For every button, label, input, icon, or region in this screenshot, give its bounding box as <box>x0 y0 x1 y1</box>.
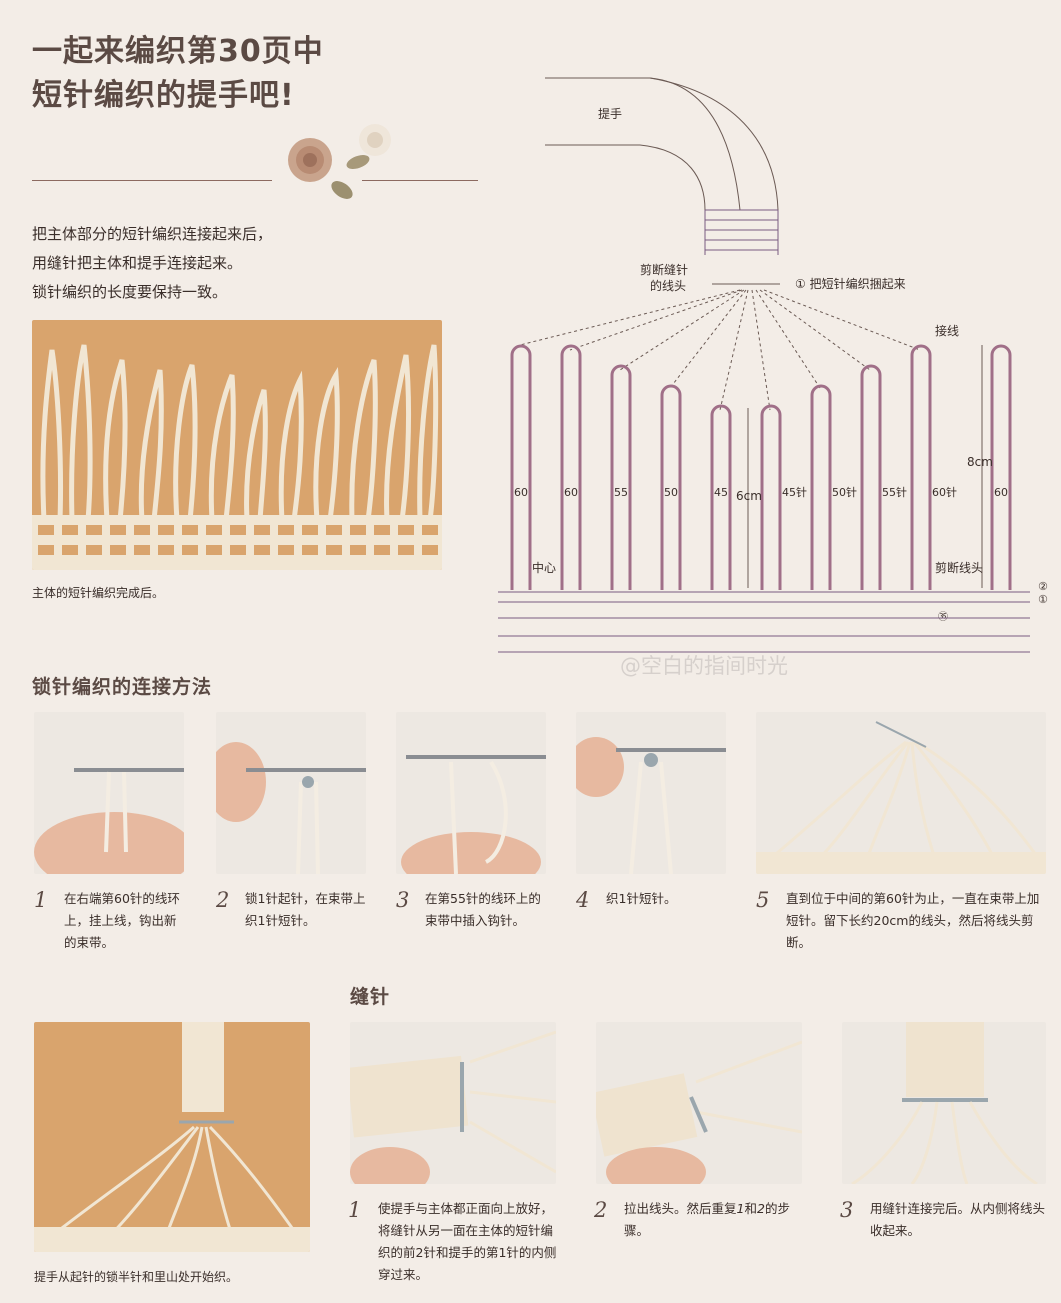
step3-photo <box>396 712 546 874</box>
length-8cm: 8cm <box>967 455 993 469</box>
step5-photo <box>756 712 1046 874</box>
intro-line-2: 用缝针把主体和提手连接起来。 <box>32 254 243 272</box>
loop-label-7: 50针 <box>832 485 857 499</box>
main-photo-fringe <box>32 320 442 570</box>
step1-text: 在右端第60针的线环上，挂上线，钩出新的束带。 <box>64 891 180 950</box>
step4-text: 织1针短针。 <box>606 891 677 906</box>
center-label: 中心 <box>532 560 556 575</box>
loop-label-2: 60 <box>564 486 578 499</box>
sew-step2-number: 2 <box>594 1198 608 1222</box>
sew-step1-number: 1 <box>348 1198 362 1222</box>
crochet-diagram: 提手 剪断缝针 的线头 ① 把短针编织捆起来 接线 <box>498 77 1048 653</box>
step5-number: 5 <box>756 888 770 912</box>
row-mark-2: ② <box>1038 580 1048 593</box>
step5-text: 直到位于中间的第60针为止，一直在束带上加短针。留下长约20cm的线头，然后将线… <box>786 891 1040 950</box>
cut-yarn-label-1: 剪断缝针 <box>640 262 688 277</box>
sew-step2-ref-1: 1 <box>736 1201 745 1216</box>
length-6cm: 6cm <box>736 489 762 503</box>
sewing-start-caption: 提手从起针的锁半针和里山处开始织。 <box>34 1270 239 1284</box>
title-line-2: 短针编织的提手吧! <box>32 78 295 113</box>
step3-text: 在第55针的线环上的束带中插入钩针。 <box>425 891 541 928</box>
stitch-mark-35: ㉟ <box>938 611 948 623</box>
step4-number: 4 <box>576 888 590 912</box>
step2-photo <box>216 712 366 874</box>
loop-label-1: 60 <box>514 486 528 499</box>
title-divider-right <box>362 180 478 181</box>
step2-number: 2 <box>216 888 230 912</box>
section-sewing-title: 缝针 <box>350 986 391 1008</box>
crochet-rose-icon <box>288 124 391 199</box>
step1-photo <box>34 712 184 874</box>
intro-line-3: 锁针编织的长度要保持一致。 <box>32 283 228 301</box>
loop-label-8: 55针 <box>882 485 907 499</box>
title-line-1: 一起来编织第30页中 <box>32 34 324 69</box>
loop-label-9: 60针 <box>932 485 957 499</box>
loop-label-10: 60 <box>994 486 1008 499</box>
sew-step2-photo <box>596 1022 802 1184</box>
sew-step2-text-a: 拉出线头。然后重复 <box>624 1201 737 1216</box>
row-mark-1: ① <box>1038 593 1048 606</box>
title-divider-left <box>32 180 272 181</box>
join-label: 接线 <box>935 323 959 338</box>
page-title: 一起来编织第30页中 短针编织的提手吧! <box>32 30 324 118</box>
sew-step2-text-e: 的步骤。 <box>624 1201 790 1238</box>
section-chain-join-title: 锁针编织的连接方法 <box>32 676 213 698</box>
sew-step3-number: 3 <box>840 1198 854 1222</box>
loop-label-5: 45 <box>714 486 728 499</box>
step1-note: ① 把短针编织捆起来 <box>795 276 906 291</box>
step4-photo <box>576 712 726 874</box>
sew-step1-photo <box>350 1022 556 1184</box>
sewing-start-photo <box>34 1022 310 1252</box>
step1-number: 1 <box>34 888 48 912</box>
sew-step1-text: 使提手与主体都正面向上放好，将缝针从另一面在主体的短针编织的前2针和提手的第1针… <box>378 1201 557 1282</box>
step2-text: 锁1针起针，在束带上织1针短针。 <box>245 891 366 928</box>
step3-number: 3 <box>396 888 410 912</box>
sew-step2-ref-2: 2 <box>756 1201 765 1216</box>
sew-step2-text: 拉出线头。然后重复1和2的步骤。 <box>624 1198 804 1242</box>
sew-step3-text: 用缝针连接完后。从内侧将线头收起来。 <box>870 1201 1046 1238</box>
watermark: @空白的指间时光 <box>620 654 788 678</box>
cut-end-label: 剪断线头 <box>935 560 983 575</box>
loop-label-3: 55 <box>614 486 628 499</box>
handle-label: 提手 <box>598 106 622 121</box>
cut-yarn-label-2: 的线头 <box>650 278 686 293</box>
loop-label-6: 45针 <box>782 485 807 499</box>
intro-text: 把主体部分的短针编织连接起来后， 用缝针把主体和提手连接起来。 锁针编织的长度要… <box>32 220 272 307</box>
intro-line-1: 把主体部分的短针编织连接起来后， <box>32 225 273 243</box>
sew-step2-text-c: 和 <box>744 1201 757 1216</box>
sew-step3-photo <box>842 1022 1046 1184</box>
main-photo-caption: 主体的短针编织完成后。 <box>32 586 165 600</box>
loop-label-4: 50 <box>664 486 678 499</box>
